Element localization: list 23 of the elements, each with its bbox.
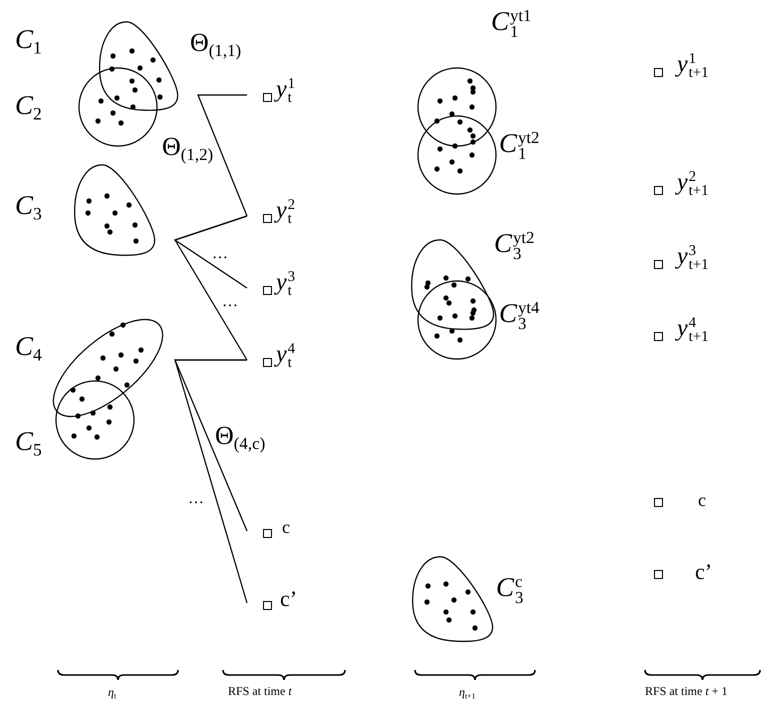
parameter-label: … — [212, 246, 228, 262]
brace-label: RFS at time t + 1 — [645, 685, 728, 697]
connector-line — [197, 94, 248, 216]
point-label: c’ — [280, 588, 298, 610]
cluster-label: C$_{2}$ — [15, 92, 42, 123]
parameter-label: Θ$_{(4,c)}$ — [215, 423, 266, 453]
parameter-label: … — [188, 491, 204, 507]
cluster-label: C$_{3}$ — [15, 192, 42, 223]
cluster-label: C$_{5}$ — [15, 428, 42, 459]
cluster-label: C$_{1}$ — [15, 26, 42, 57]
brace-label: η$_{t}$ — [108, 686, 116, 700]
parameter-label: Θ$_{(1,1)}$ — [190, 30, 242, 60]
parameter-label: Θ$_{(1,2)}$ — [162, 134, 214, 164]
parameter-label: … — [222, 294, 238, 310]
connector-line — [174, 359, 248, 604]
brace-label: RFS at time t — [228, 685, 292, 697]
brace-label: η$_{t+1}$ — [459, 686, 476, 700]
point-label: c’ — [695, 561, 712, 583]
connector-line — [174, 215, 248, 360]
connector-line — [174, 359, 248, 532]
point-label: c — [698, 491, 706, 509]
point-label: c — [282, 518, 290, 536]
cluster-label: C$_{4}$ — [15, 333, 42, 364]
